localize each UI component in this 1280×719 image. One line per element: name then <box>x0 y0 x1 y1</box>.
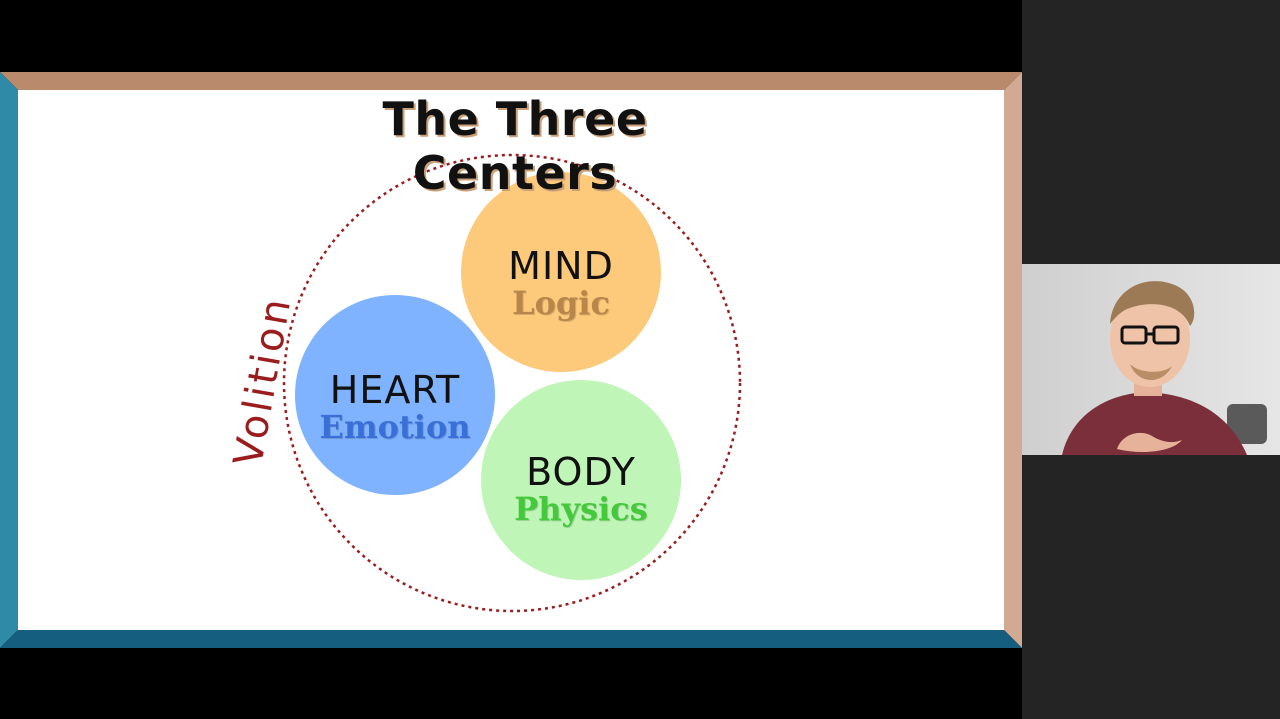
presenter-video-icon <box>1022 264 1280 455</box>
slide-title: The Three Centers <box>382 92 648 200</box>
body-circle <box>481 380 681 580</box>
slide-canvas <box>0 72 1022 648</box>
frame-bottom-bevel <box>0 630 1022 648</box>
heart-label: HEART <box>329 368 461 412</box>
shared-screen: The Three Centers Volition MIND Logic HE… <box>0 72 1022 648</box>
frame-right-bevel <box>1004 72 1022 648</box>
body-label: BODY <box>526 450 636 494</box>
heart-circle <box>295 295 495 495</box>
participant-video-tile[interactable] <box>1022 264 1280 455</box>
body-sub-label: Physics <box>514 490 648 528</box>
slide <box>0 72 1022 648</box>
mind-sub-label: Logic <box>512 284 610 322</box>
heart-sub-label: Emotion <box>319 408 471 446</box>
volition-dotted-circle <box>282 153 742 613</box>
mind-circle <box>461 172 661 372</box>
mind-label: MIND <box>508 244 614 288</box>
frame-left-bevel <box>0 72 18 648</box>
frame-top-bevel <box>0 72 1022 90</box>
